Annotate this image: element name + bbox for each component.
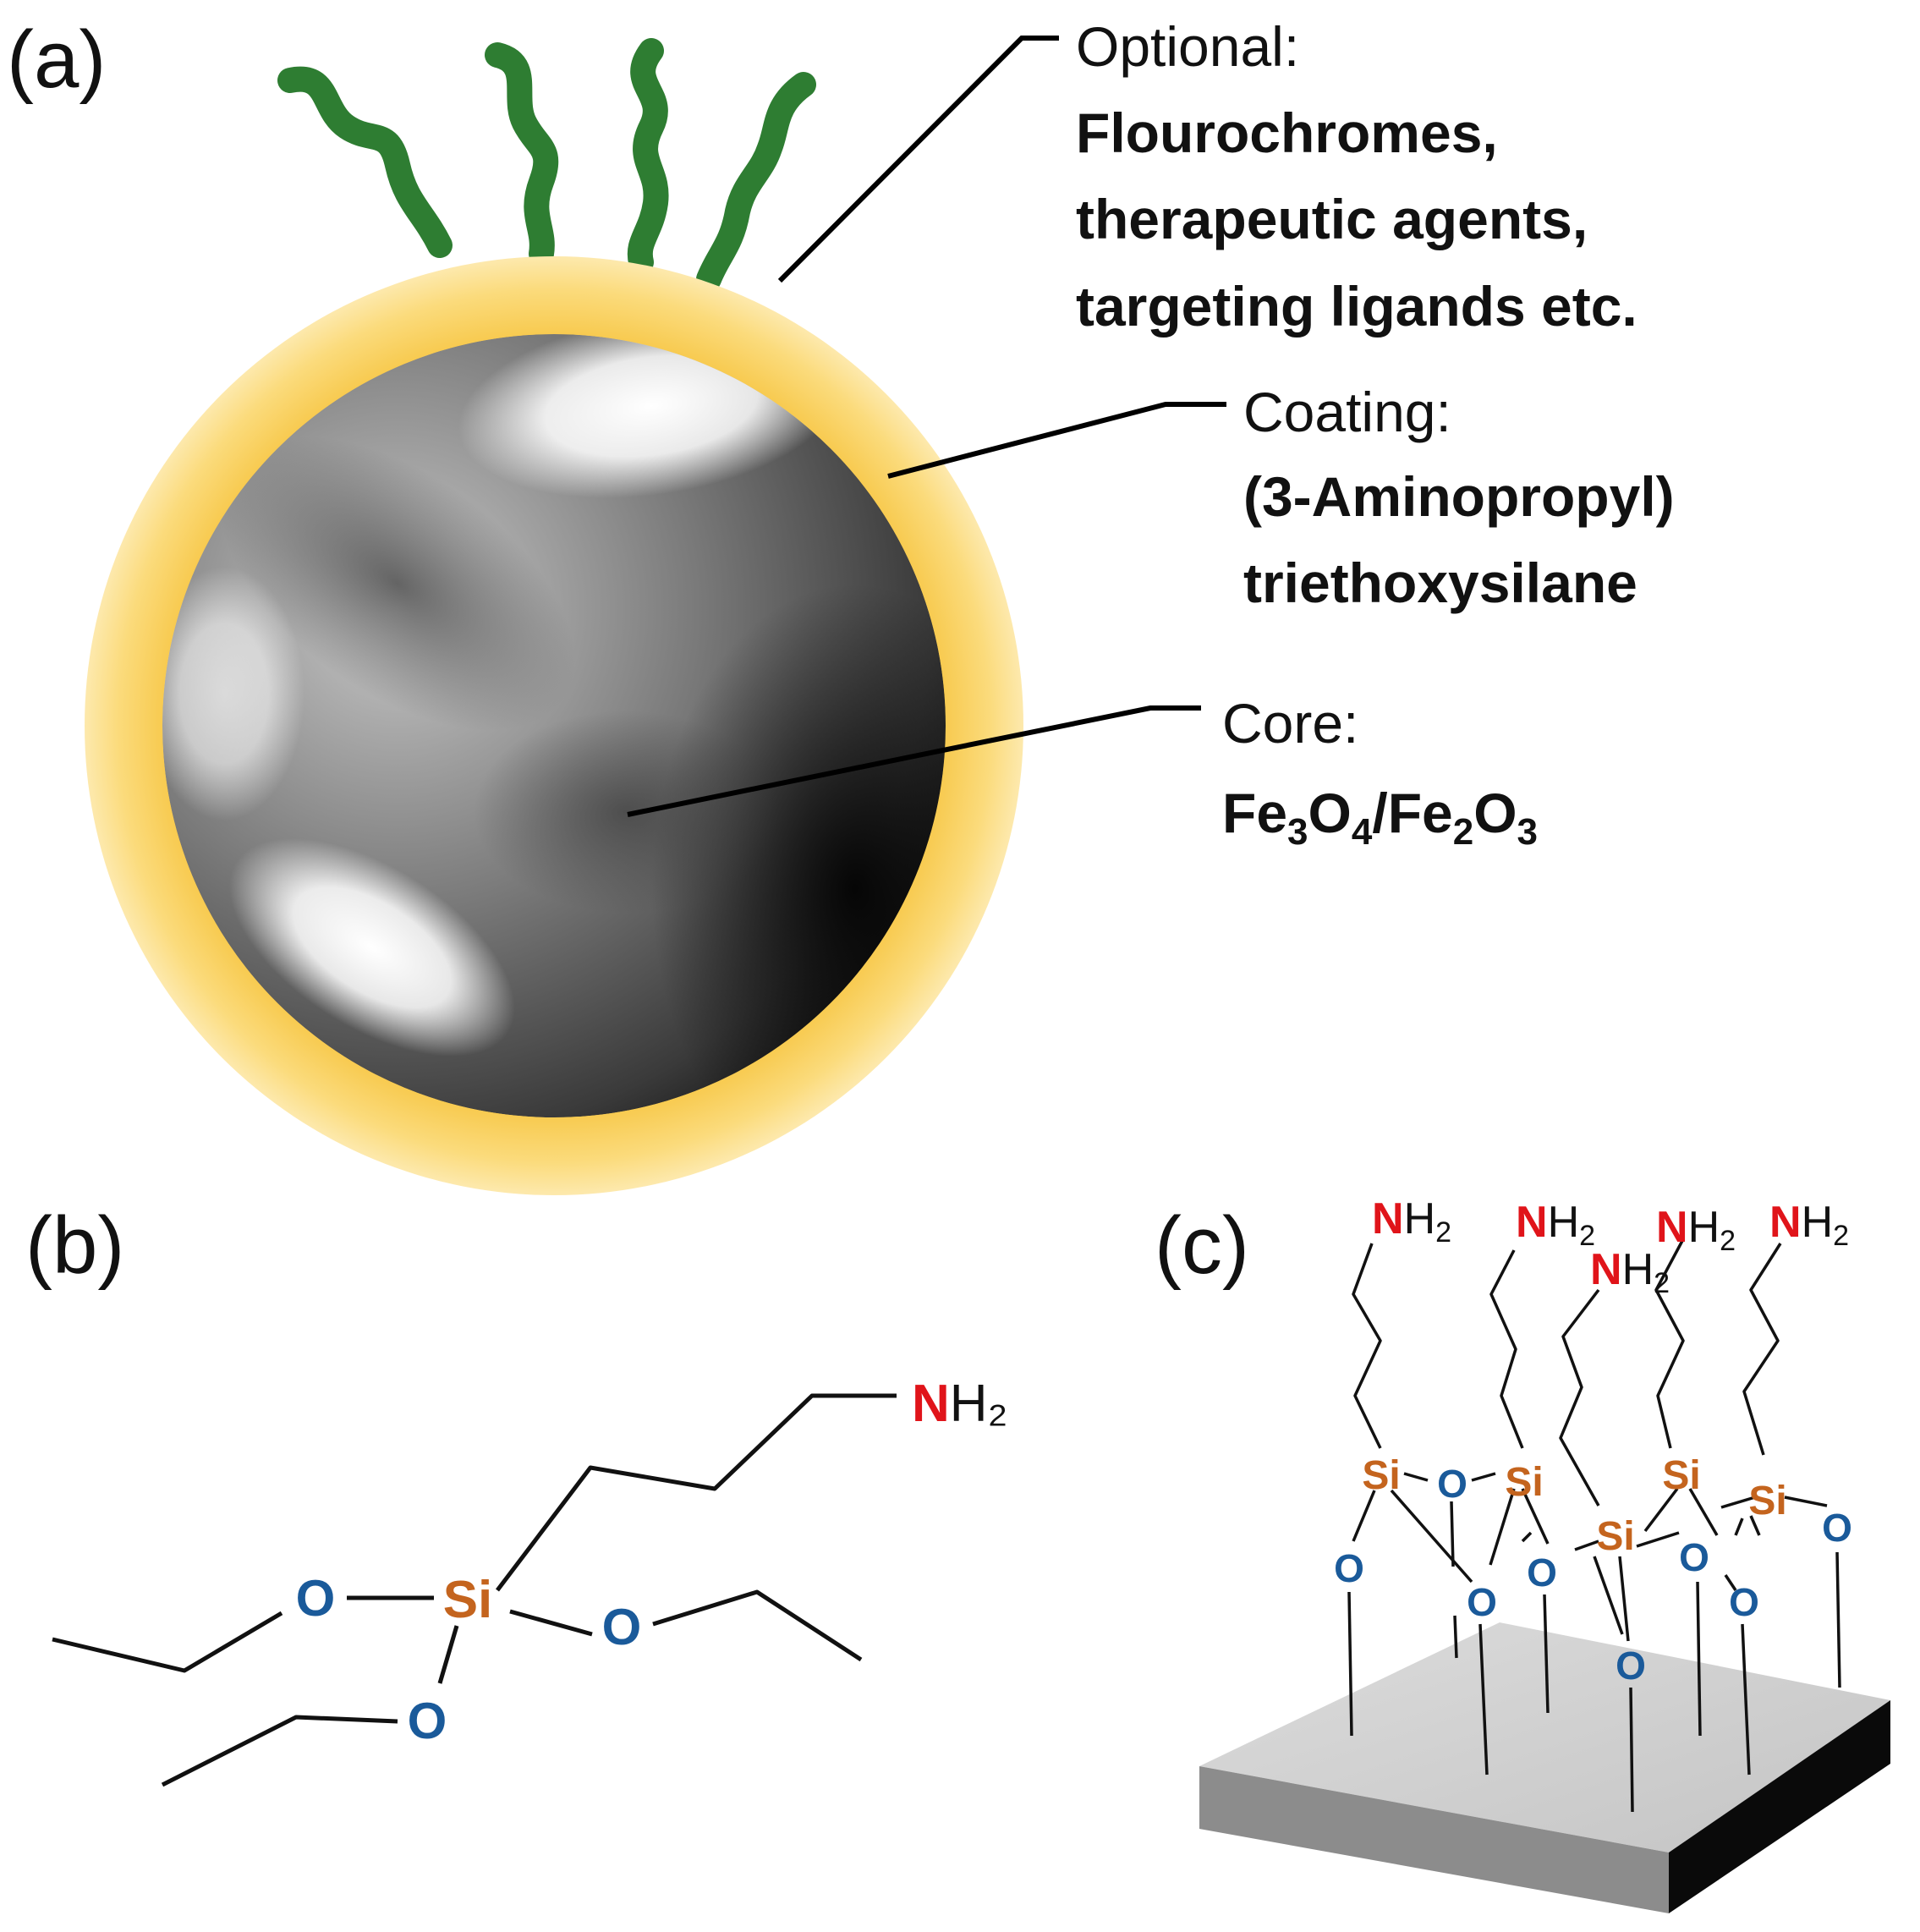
coating-label: Coating: (3-Aminopropyl) triethoxysilane (1243, 381, 1675, 614)
silicon-atom: Si (1362, 1453, 1400, 1498)
ligand-chain (627, 38, 669, 275)
silicon-atom: Si (443, 1571, 493, 1629)
ligand-chain (277, 66, 453, 258)
panel-a: (a) Optional: Flourochromes, t (7, 14, 1675, 1195)
optional-label: Optional: Flourochromes, therapeutic age… (1076, 15, 1637, 338)
apts-monolayer-bonds (1347, 1238, 1841, 1813)
coating-line: triethoxysilane (1243, 552, 1637, 614)
panel-b: (b) O Si O O NH₂ (25, 1200, 1008, 1787)
oxygen-atom: O (1729, 1580, 1759, 1624)
optional-line: targeting ligands etc. (1076, 275, 1637, 338)
silicon-atom: Si (1748, 1479, 1786, 1523)
silicon-atoms: Si Si Si Si Si (1362, 1453, 1786, 1559)
amine-groups: NH2 NH2 NH2 NH2 NH2 (1372, 1194, 1849, 1299)
optional-leader-line (777, 36, 1059, 283)
amine-group: NH2 (1372, 1194, 1451, 1249)
panel-b-label: (b) (25, 1200, 124, 1291)
oxygen-atom: O (1437, 1462, 1467, 1506)
substrate-slab (1199, 1622, 1890, 1913)
ligand-chains (277, 38, 816, 292)
oxygen-atom: O (1679, 1535, 1709, 1579)
oxygen-atom: O (1822, 1506, 1852, 1550)
amine-group: NH2 (1590, 1245, 1670, 1299)
panel-a-label: (a) (7, 14, 106, 105)
silicon-atom: Si (1662, 1453, 1700, 1498)
oxygen-atom: O (1527, 1551, 1557, 1594)
oxygen-atom: O (1467, 1580, 1497, 1624)
core-label: Core: Fe3O4/Fe2O3 (1222, 692, 1538, 853)
panel-c: (c) (1155, 1194, 1890, 1913)
coating-leader-line (887, 402, 1226, 479)
amine-group: NH2 (1656, 1203, 1736, 1257)
amine-group: NH₂ (912, 1375, 1008, 1433)
oxygen-atoms: O O O O O O O O (1334, 1462, 1852, 1688)
core-heading: Core: (1222, 692, 1358, 755)
core-leader-line (627, 705, 1201, 817)
coating-heading: Coating: (1243, 381, 1451, 443)
coating-line: (3-Aminopropyl) (1243, 465, 1675, 528)
panel-c-label: (c) (1155, 1200, 1249, 1291)
silicon-atom: Si (1505, 1460, 1543, 1505)
oxygen-atom: O (408, 1693, 447, 1749)
optional-line: therapeutic agents, (1076, 188, 1588, 250)
core-formula: Fe3O4/Fe2O3 (1222, 782, 1538, 853)
amine-group: NH2 (1769, 1198, 1849, 1252)
silicon-atom: Si (1596, 1514, 1634, 1559)
ligand-chain (696, 72, 816, 292)
oxygen-atom: O (602, 1599, 642, 1655)
apts-molecule-bonds (52, 1393, 897, 1787)
oxygen-atom: O (1334, 1546, 1364, 1590)
optional-heading: Optional: (1076, 15, 1299, 78)
amine-group: NH2 (1516, 1198, 1595, 1252)
magnetic-core (162, 334, 946, 1117)
ligand-chain (485, 42, 559, 266)
optional-line: Flourochromes, (1076, 102, 1498, 164)
oxygen-atom: O (296, 1570, 336, 1627)
oxygen-atom: O (1616, 1644, 1646, 1688)
